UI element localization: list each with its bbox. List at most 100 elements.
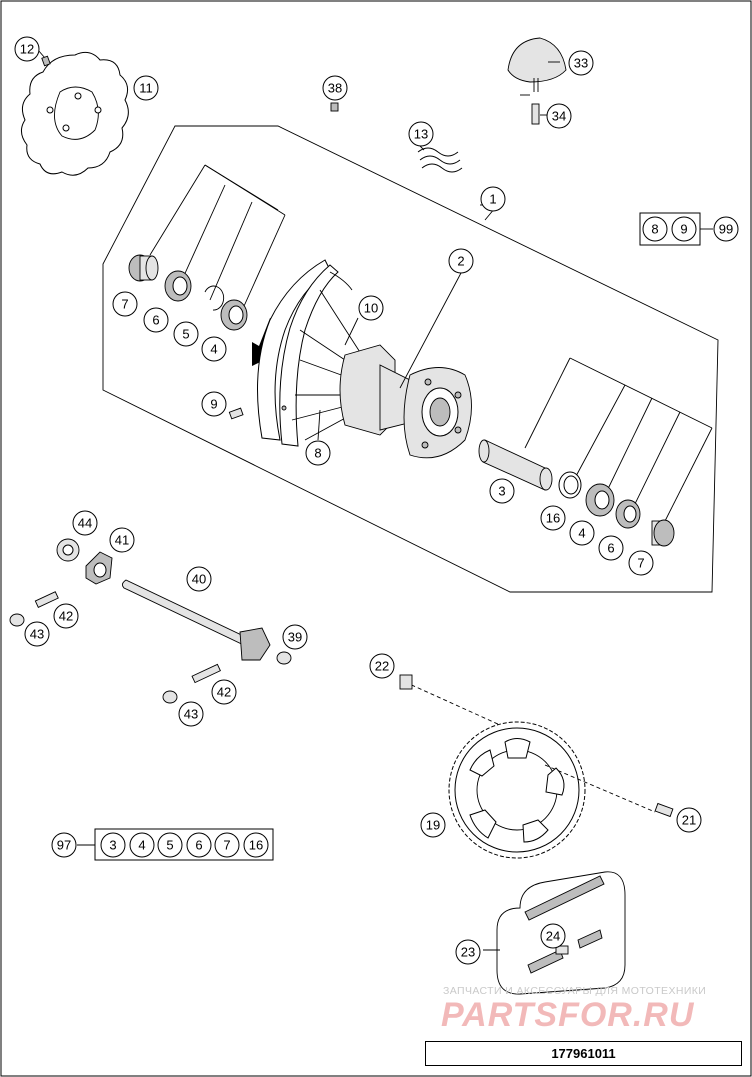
- svg-text:41: 41: [115, 533, 129, 548]
- kit-97-item-5: 5: [157, 832, 183, 858]
- svg-text:39: 39: [288, 630, 302, 645]
- svg-text:6: 6: [195, 838, 202, 853]
- svg-text:3: 3: [109, 838, 116, 853]
- callout-33: 33: [568, 50, 594, 76]
- rear-sprocket: [399, 674, 674, 859]
- brake-disc: [21, 51, 129, 176]
- callout-43-bottom: 43: [178, 701, 204, 727]
- svg-text:5: 5: [166, 838, 173, 853]
- svg-text:8: 8: [651, 222, 658, 237]
- callout-4-left: 4: [201, 336, 227, 362]
- callout-23: 23: [455, 939, 481, 965]
- callout-8: 8: [305, 440, 331, 466]
- svg-text:42: 42: [59, 609, 73, 624]
- kit-99-item-9: 9: [671, 216, 697, 242]
- kit-97-item-7: 7: [214, 832, 240, 858]
- callout-11: 11: [133, 75, 159, 101]
- callout-16: 16: [540, 505, 566, 531]
- svg-text:33: 33: [574, 56, 588, 71]
- kit-99-label: 99: [713, 216, 739, 242]
- callout-39: 39: [282, 624, 308, 650]
- svg-text:1: 1: [489, 192, 496, 207]
- svg-text:4: 4: [210, 342, 217, 357]
- callout-42-bottom: 42: [211, 679, 237, 705]
- svg-text:23: 23: [461, 945, 475, 960]
- svg-text:3: 3: [498, 484, 505, 499]
- kit-99-item-8: 8: [642, 216, 668, 242]
- svg-text:13: 13: [414, 127, 428, 142]
- rim-tape: [417, 147, 463, 173]
- svg-text:43: 43: [30, 627, 44, 642]
- svg-text:22: 22: [375, 659, 389, 674]
- chain: [496, 871, 626, 995]
- watermark-logo: PARTSFOR.RU: [441, 996, 695, 1034]
- svg-text:38: 38: [328, 81, 342, 96]
- kit-97-label: 97: [51, 832, 77, 858]
- callout-21: 21: [676, 807, 702, 833]
- callout-6-left: 6: [143, 307, 169, 333]
- spoke-nipple: [228, 407, 244, 420]
- stand-bolt: [531, 103, 540, 125]
- svg-text:42: 42: [217, 685, 231, 700]
- callout-24: 24: [540, 923, 566, 949]
- kit-97-item-3: 3: [100, 832, 126, 858]
- callout-4-right: 4: [569, 520, 595, 546]
- callout-9: 9: [201, 391, 227, 417]
- callout-12: 12: [14, 36, 40, 62]
- svg-text:4: 4: [578, 526, 585, 541]
- svg-text:21: 21: [682, 813, 696, 828]
- svg-text:16: 16: [249, 838, 263, 853]
- svg-text:7: 7: [637, 556, 644, 571]
- diagram-id: 177961011: [551, 1046, 616, 1061]
- callout-5: 5: [173, 321, 199, 347]
- callout-13: 13: [408, 121, 434, 147]
- leader-lines-left: [149, 164, 286, 316]
- right-bearing-parts: [478, 439, 675, 547]
- svg-text:43: 43: [184, 707, 198, 722]
- watermark-tagline: ЗАПЧАСТИ И АКСЕССУАРЫ ДЛЯ МОТОТЕХНИКИ: [443, 985, 707, 997]
- leader-lines-right: [524, 357, 713, 526]
- svg-text:12: 12: [20, 42, 34, 57]
- svg-text:4: 4: [138, 838, 145, 853]
- callout-34: 34: [546, 103, 572, 129]
- svg-text:34: 34: [552, 109, 566, 124]
- svg-text:7: 7: [223, 838, 230, 853]
- callout-2: 2: [448, 248, 474, 274]
- callout-6-right: 6: [598, 535, 624, 561]
- callout-41: 41: [109, 527, 135, 553]
- callout-42-top: 42: [53, 603, 79, 629]
- valve-cap: [330, 102, 339, 112]
- wheel-assembly-outline: [102, 125, 719, 593]
- svg-text:6: 6: [152, 313, 159, 328]
- callout-40: 40: [186, 566, 212, 592]
- kit-97-item-16: 16: [243, 832, 269, 858]
- svg-text:10: 10: [364, 301, 378, 316]
- callout-19: 19: [420, 812, 446, 838]
- hub: [291, 289, 472, 459]
- disc-screw: [37, 49, 51, 67]
- callout-3: 3: [489, 478, 515, 504]
- callout-44: 44: [72, 510, 98, 536]
- svg-text:44: 44: [78, 516, 92, 531]
- callout-7-left: 7: [112, 291, 138, 317]
- svg-text:97: 97: [57, 838, 71, 853]
- callout-7-right: 7: [628, 550, 654, 576]
- left-bearing-parts: [128, 254, 248, 331]
- svg-text:24: 24: [546, 929, 560, 944]
- svg-text:11: 11: [139, 81, 153, 96]
- callout-22: 22: [369, 653, 395, 679]
- rim: [257, 259, 353, 447]
- stand-pad: [507, 37, 567, 92]
- callout-1: 1: [480, 186, 506, 212]
- svg-text:99: 99: [719, 222, 733, 237]
- callout-10: 10: [358, 295, 384, 321]
- svg-text:2: 2: [457, 254, 464, 269]
- svg-text:5: 5: [182, 327, 189, 342]
- kit-97-item-4: 4: [129, 832, 155, 858]
- axle-parts: [9, 538, 292, 704]
- svg-text:16: 16: [546, 511, 560, 526]
- kit-97-item-6: 6: [186, 832, 212, 858]
- svg-text:8: 8: [314, 446, 321, 461]
